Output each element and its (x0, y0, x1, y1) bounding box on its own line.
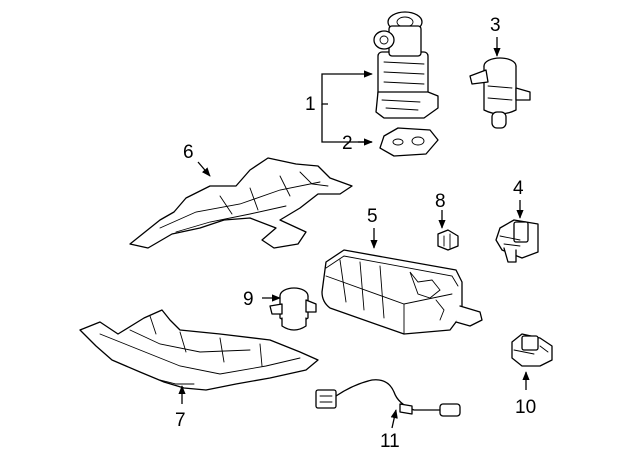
callout-11: 11 (380, 431, 400, 452)
callout-8: 8 (435, 191, 446, 212)
part-sensor-4 (495, 219, 539, 263)
part-oxygen-sensor (315, 379, 461, 417)
part-heat-shield-upper (129, 157, 353, 249)
callout-2: 2 (342, 133, 353, 154)
callout-6: 6 (183, 142, 194, 163)
part-canister (321, 249, 483, 335)
part-gasket (379, 127, 439, 157)
part-valve-9 (269, 287, 317, 331)
callout-3: 3 (490, 15, 501, 36)
callout-5: 5 (367, 206, 378, 227)
callout-7: 7 (175, 410, 186, 431)
part-solenoid (469, 57, 531, 129)
part-heat-shield-lower (79, 309, 319, 391)
part-sensor-10 (511, 333, 553, 367)
callout-4: 4 (513, 178, 524, 199)
callout-9: 9 (243, 289, 254, 310)
leader-lines (178, 37, 530, 429)
part-egr-valve (373, 11, 439, 119)
callout-1: 1 (305, 94, 316, 115)
callout-10: 10 (515, 397, 536, 418)
part-connector-8 (437, 229, 459, 251)
